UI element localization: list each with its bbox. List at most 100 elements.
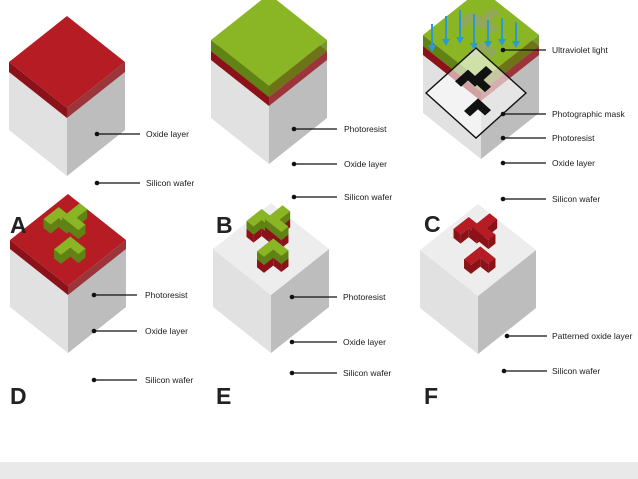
photoresist-piece-1-side (265, 219, 282, 241)
leader-dot (94, 131, 100, 137)
label-b-0: Photoresist (344, 124, 387, 134)
label-c-4: Silicon wafer (552, 194, 600, 204)
patterned-oxide-piece-2-side (488, 258, 496, 273)
silicon-wafer-block (9, 72, 125, 176)
patterned-oxide-piece-2 (464, 246, 496, 274)
leader-dot (289, 370, 295, 376)
patterned-oxide-piece-1-side (488, 234, 496, 250)
oxide-piece-2-side (264, 257, 274, 273)
leader-dot (91, 292, 97, 298)
mask-opaque-piece-2 (464, 98, 491, 117)
uv-arrow-head (512, 41, 520, 48)
leader-dot (94, 180, 100, 186)
photoresist-piece-1-top (265, 205, 291, 233)
photoresist-piece-0-side (43, 219, 51, 234)
panel-c (423, 0, 539, 159)
silicon-wafer-block (420, 250, 536, 354)
leader-dot (291, 161, 297, 167)
label-d-2: Silicon wafer (145, 375, 193, 385)
label-f-0: Patterned oxide layer (552, 331, 632, 341)
leader-dot (500, 135, 506, 141)
oxide-piece-2-side (281, 258, 289, 272)
leader-dot (291, 194, 297, 200)
patterned-oxide-piece-2-top (464, 246, 496, 265)
leader-dot (91, 377, 97, 383)
photoresist-piece-1-side (62, 217, 79, 240)
label-c-0: Ultraviolet light (552, 45, 608, 55)
uv-arrow-head (498, 39, 506, 46)
photoresist-piece-0-side (50, 218, 59, 234)
silicon-wafer-block (213, 249, 329, 353)
wafer-right-face (271, 249, 329, 353)
patterned-oxide-piece-1-top (472, 213, 498, 241)
leader-dot (500, 160, 506, 166)
photoresist-piece-2-side (78, 248, 86, 263)
oxide-layer-slab (9, 16, 125, 118)
panel-letter-e: E (216, 383, 231, 409)
photoresist-slab-top-face (211, 0, 327, 86)
oxide-piece-1-side (281, 234, 289, 249)
photoresist-piece-2-side (281, 250, 289, 264)
wafer-right-face (68, 249, 126, 353)
label-f-1: Silicon wafer (552, 366, 600, 376)
silicon-wafer-block (10, 249, 126, 353)
uv-arrow-head (442, 39, 450, 46)
wafer-left-face (213, 249, 271, 353)
patterned-stack-2 (257, 238, 289, 273)
patterned-oxide-piece-1-side (472, 227, 489, 250)
photoresist-piece-2-side (54, 249, 61, 264)
uv-arrow-head (470, 43, 478, 50)
wafer-right-face (67, 72, 125, 176)
label-c-1: Photographic mask (552, 109, 626, 119)
wafer-left-face (420, 250, 478, 354)
panel-e (213, 203, 329, 353)
patterned-oxide-piece-2-side (480, 257, 489, 273)
label-c-2: Photoresist (552, 133, 595, 143)
panel-letter-c: C (424, 211, 441, 237)
uv-arrow-head (456, 37, 464, 44)
wafer-right-face (478, 250, 536, 354)
leader-dot (500, 47, 506, 53)
panel-a (9, 16, 125, 176)
photoresist-piece-1-side (78, 224, 86, 240)
panel-letter-a: A (10, 212, 27, 238)
leader-dot (500, 111, 506, 117)
uv-light-arrows (428, 10, 520, 52)
silicon-wafer-block (211, 60, 327, 164)
photoresist-slab-top-face (423, 0, 539, 81)
photoresist-piece-2-side (264, 249, 274, 265)
wafer-right-face (269, 60, 327, 164)
photoresist-piece-2 (257, 238, 289, 265)
photoresist-piece-2-side (257, 251, 264, 265)
oxide-layer-slab-left-face (9, 62, 67, 118)
patterned-oxide-piece-0-side (460, 228, 469, 244)
leader-dot (91, 328, 97, 334)
label-e-2: Silicon wafer (343, 368, 391, 378)
photoresist-slab-left-face (211, 40, 269, 97)
photoresist-piece-2-side (70, 247, 79, 263)
photoresist-piece-2-top (54, 236, 86, 255)
leader-dot (500, 196, 506, 202)
shadow-piece-0 (456, 11, 487, 29)
patterned-oxide-piece-2-side (464, 259, 471, 274)
diagram-artwork (9, 0, 539, 354)
leader-dot (501, 368, 507, 374)
photoresist-slab-right-face (269, 40, 327, 97)
panel-letter-d: D (10, 383, 27, 409)
wafer-left-face (10, 249, 68, 353)
label-a-1: Silicon wafer (146, 178, 194, 188)
label-b-1: Oxide layer (344, 159, 387, 169)
oxide-layer-slab-right-face (269, 51, 327, 106)
photoresist-piece-0-side (246, 221, 254, 235)
label-d-0: Photoresist (145, 290, 188, 300)
oxide-layer-slab-right-face (67, 62, 125, 118)
patterned-oxide-piece-1 (472, 213, 498, 250)
label-b-2: Silicon wafer (344, 192, 392, 202)
label-e-0: Photoresist (343, 292, 386, 302)
photoresist-piece-1 (265, 205, 291, 241)
oxide-piece-0-side (253, 228, 262, 243)
oxide-piece-2-side (257, 259, 264, 273)
mask-plate (424, 47, 528, 139)
